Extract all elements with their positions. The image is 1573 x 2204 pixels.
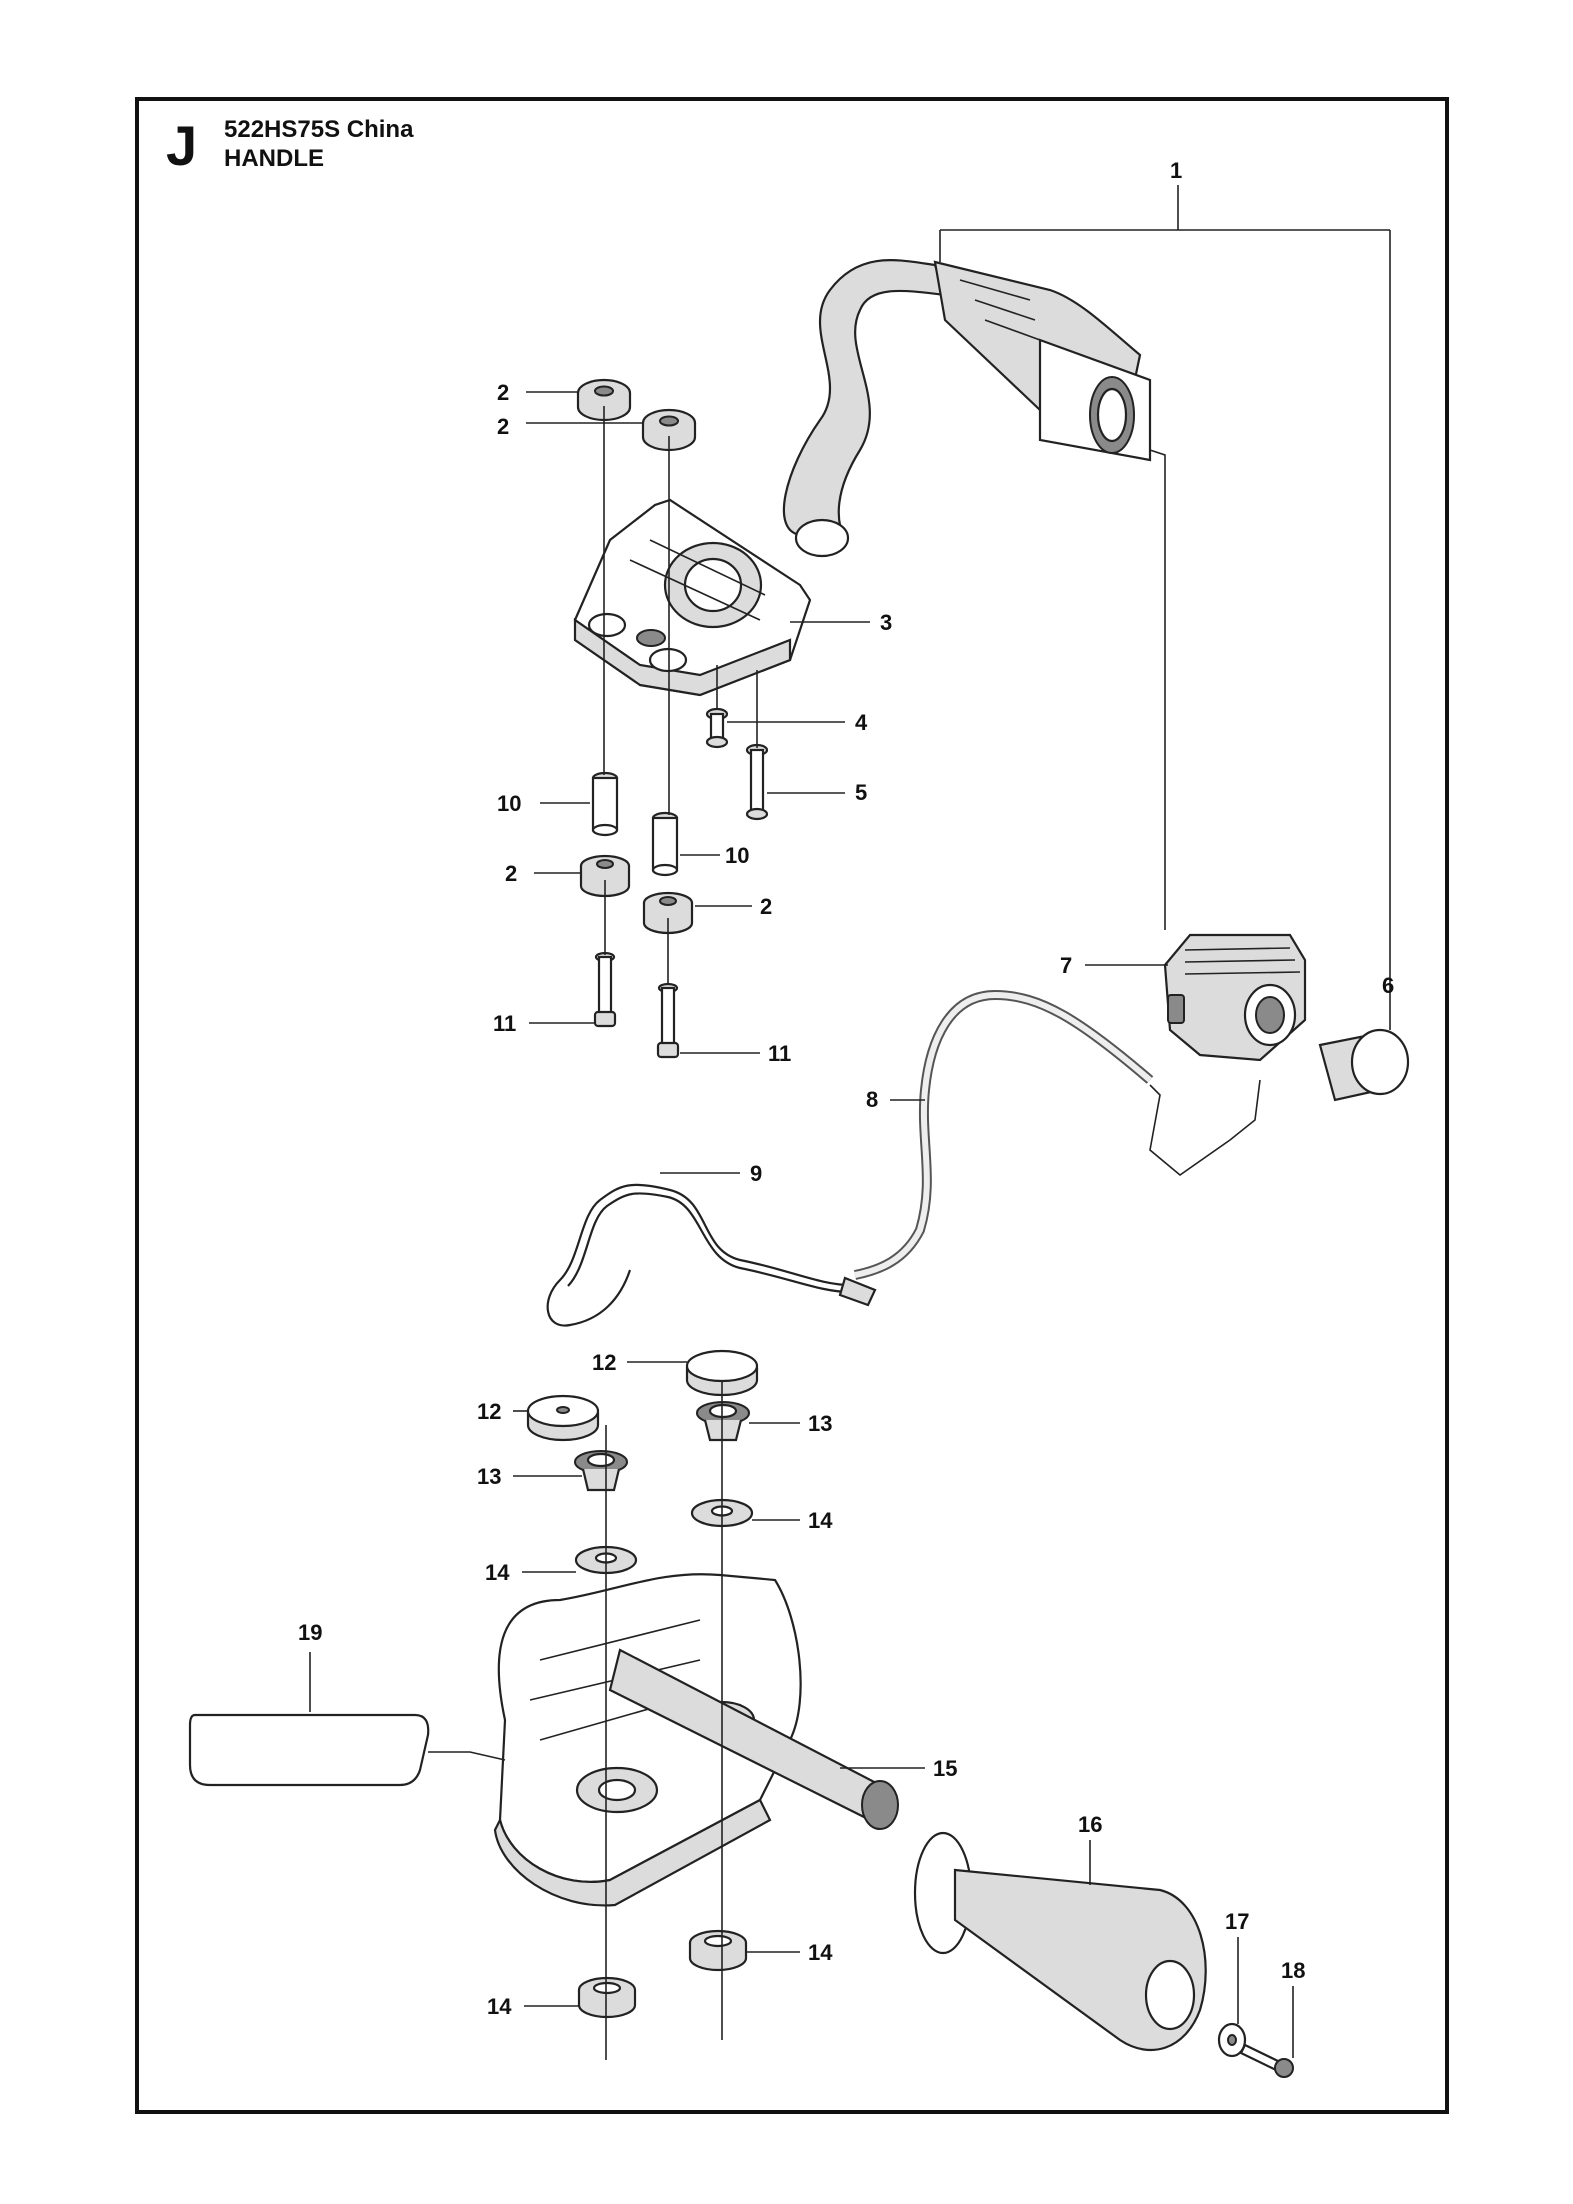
callout-16: 16: [1078, 1812, 1102, 1837]
callout-5: 5: [855, 780, 867, 805]
callout-6: 6: [1382, 973, 1394, 998]
callout-15: 15: [933, 1756, 957, 1781]
part-8-loop-handle: [853, 989, 1261, 1280]
callout-1: 1: [1170, 158, 1182, 183]
callout-14: 14: [487, 1994, 512, 2019]
callout-14: 14: [808, 1508, 833, 1533]
callout-2: 2: [497, 414, 509, 439]
callout-12: 12: [592, 1350, 616, 1375]
section-letter: J: [166, 114, 198, 177]
part-11-bolt-left: [593, 951, 617, 1028]
callout-14: 14: [808, 1940, 833, 1965]
assembly-title: HANDLE: [224, 145, 324, 172]
part-14-washer-lower-left: [577, 1976, 637, 2019]
part-12-cap-left: [526, 1394, 600, 1442]
part-10-sleeve-right: [651, 811, 679, 877]
part-14-washer-lower-right: [688, 1929, 748, 1972]
callout-13: 13: [808, 1411, 832, 1436]
callout-19: 19: [298, 1620, 322, 1645]
part-3-handle-bracket: [573, 498, 812, 697]
part-6-end-cap: [1318, 1028, 1410, 1102]
callout-2: 2: [505, 861, 517, 886]
part-1-handle-tube: [782, 259, 1152, 558]
callout-4: 4: [855, 710, 868, 735]
part-5-long-screw: [745, 743, 769, 821]
part-10-sleeve-left: [591, 771, 619, 837]
part-7-throttle-housing: [1163, 933, 1307, 1062]
callout-10: 10: [497, 791, 521, 816]
callout-17: 17: [1225, 1909, 1249, 1934]
part-2-bushing-low-right: [642, 891, 694, 935]
callout-2: 2: [760, 894, 772, 919]
callout-11: 11: [768, 1041, 791, 1066]
callout-10: 10: [725, 843, 749, 868]
callout-18: 18: [1281, 1958, 1305, 1983]
part-15-housing: [493, 1573, 899, 1907]
callout-13: 13: [477, 1464, 501, 1489]
callout-3: 3: [880, 610, 892, 635]
callout-2: 2: [497, 380, 509, 405]
leader-lines: [309, 185, 1391, 2060]
callout-9: 9: [750, 1161, 762, 1186]
part-18-screw: [1239, 2043, 1294, 2078]
part-13-damper-right: [696, 1401, 750, 1442]
part-17-washer: [1217, 2022, 1247, 2058]
part-4-short-screw: [705, 707, 729, 749]
part-16-grip: [913, 1831, 1207, 2052]
part-9-cable: [546, 1183, 877, 1327]
part-13-damper-left: [574, 1450, 628, 1492]
model-title: 522HS75S China: [224, 116, 414, 143]
part-11-bolt-right: [656, 982, 680, 1059]
callout-11: 11: [493, 1011, 516, 1036]
callout-labels: 1 2 2 3 4 5 10 10 2 2 11 11 7 6 8 9 12 1…: [298, 158, 1394, 2019]
callout-14: 14: [485, 1560, 510, 1585]
callout-12: 12: [477, 1399, 501, 1424]
callout-8: 8: [866, 1087, 878, 1112]
callout-7: 7: [1060, 953, 1072, 978]
part-19-decal: [188, 1713, 430, 1787]
diagram-frame: [135, 97, 1449, 2114]
